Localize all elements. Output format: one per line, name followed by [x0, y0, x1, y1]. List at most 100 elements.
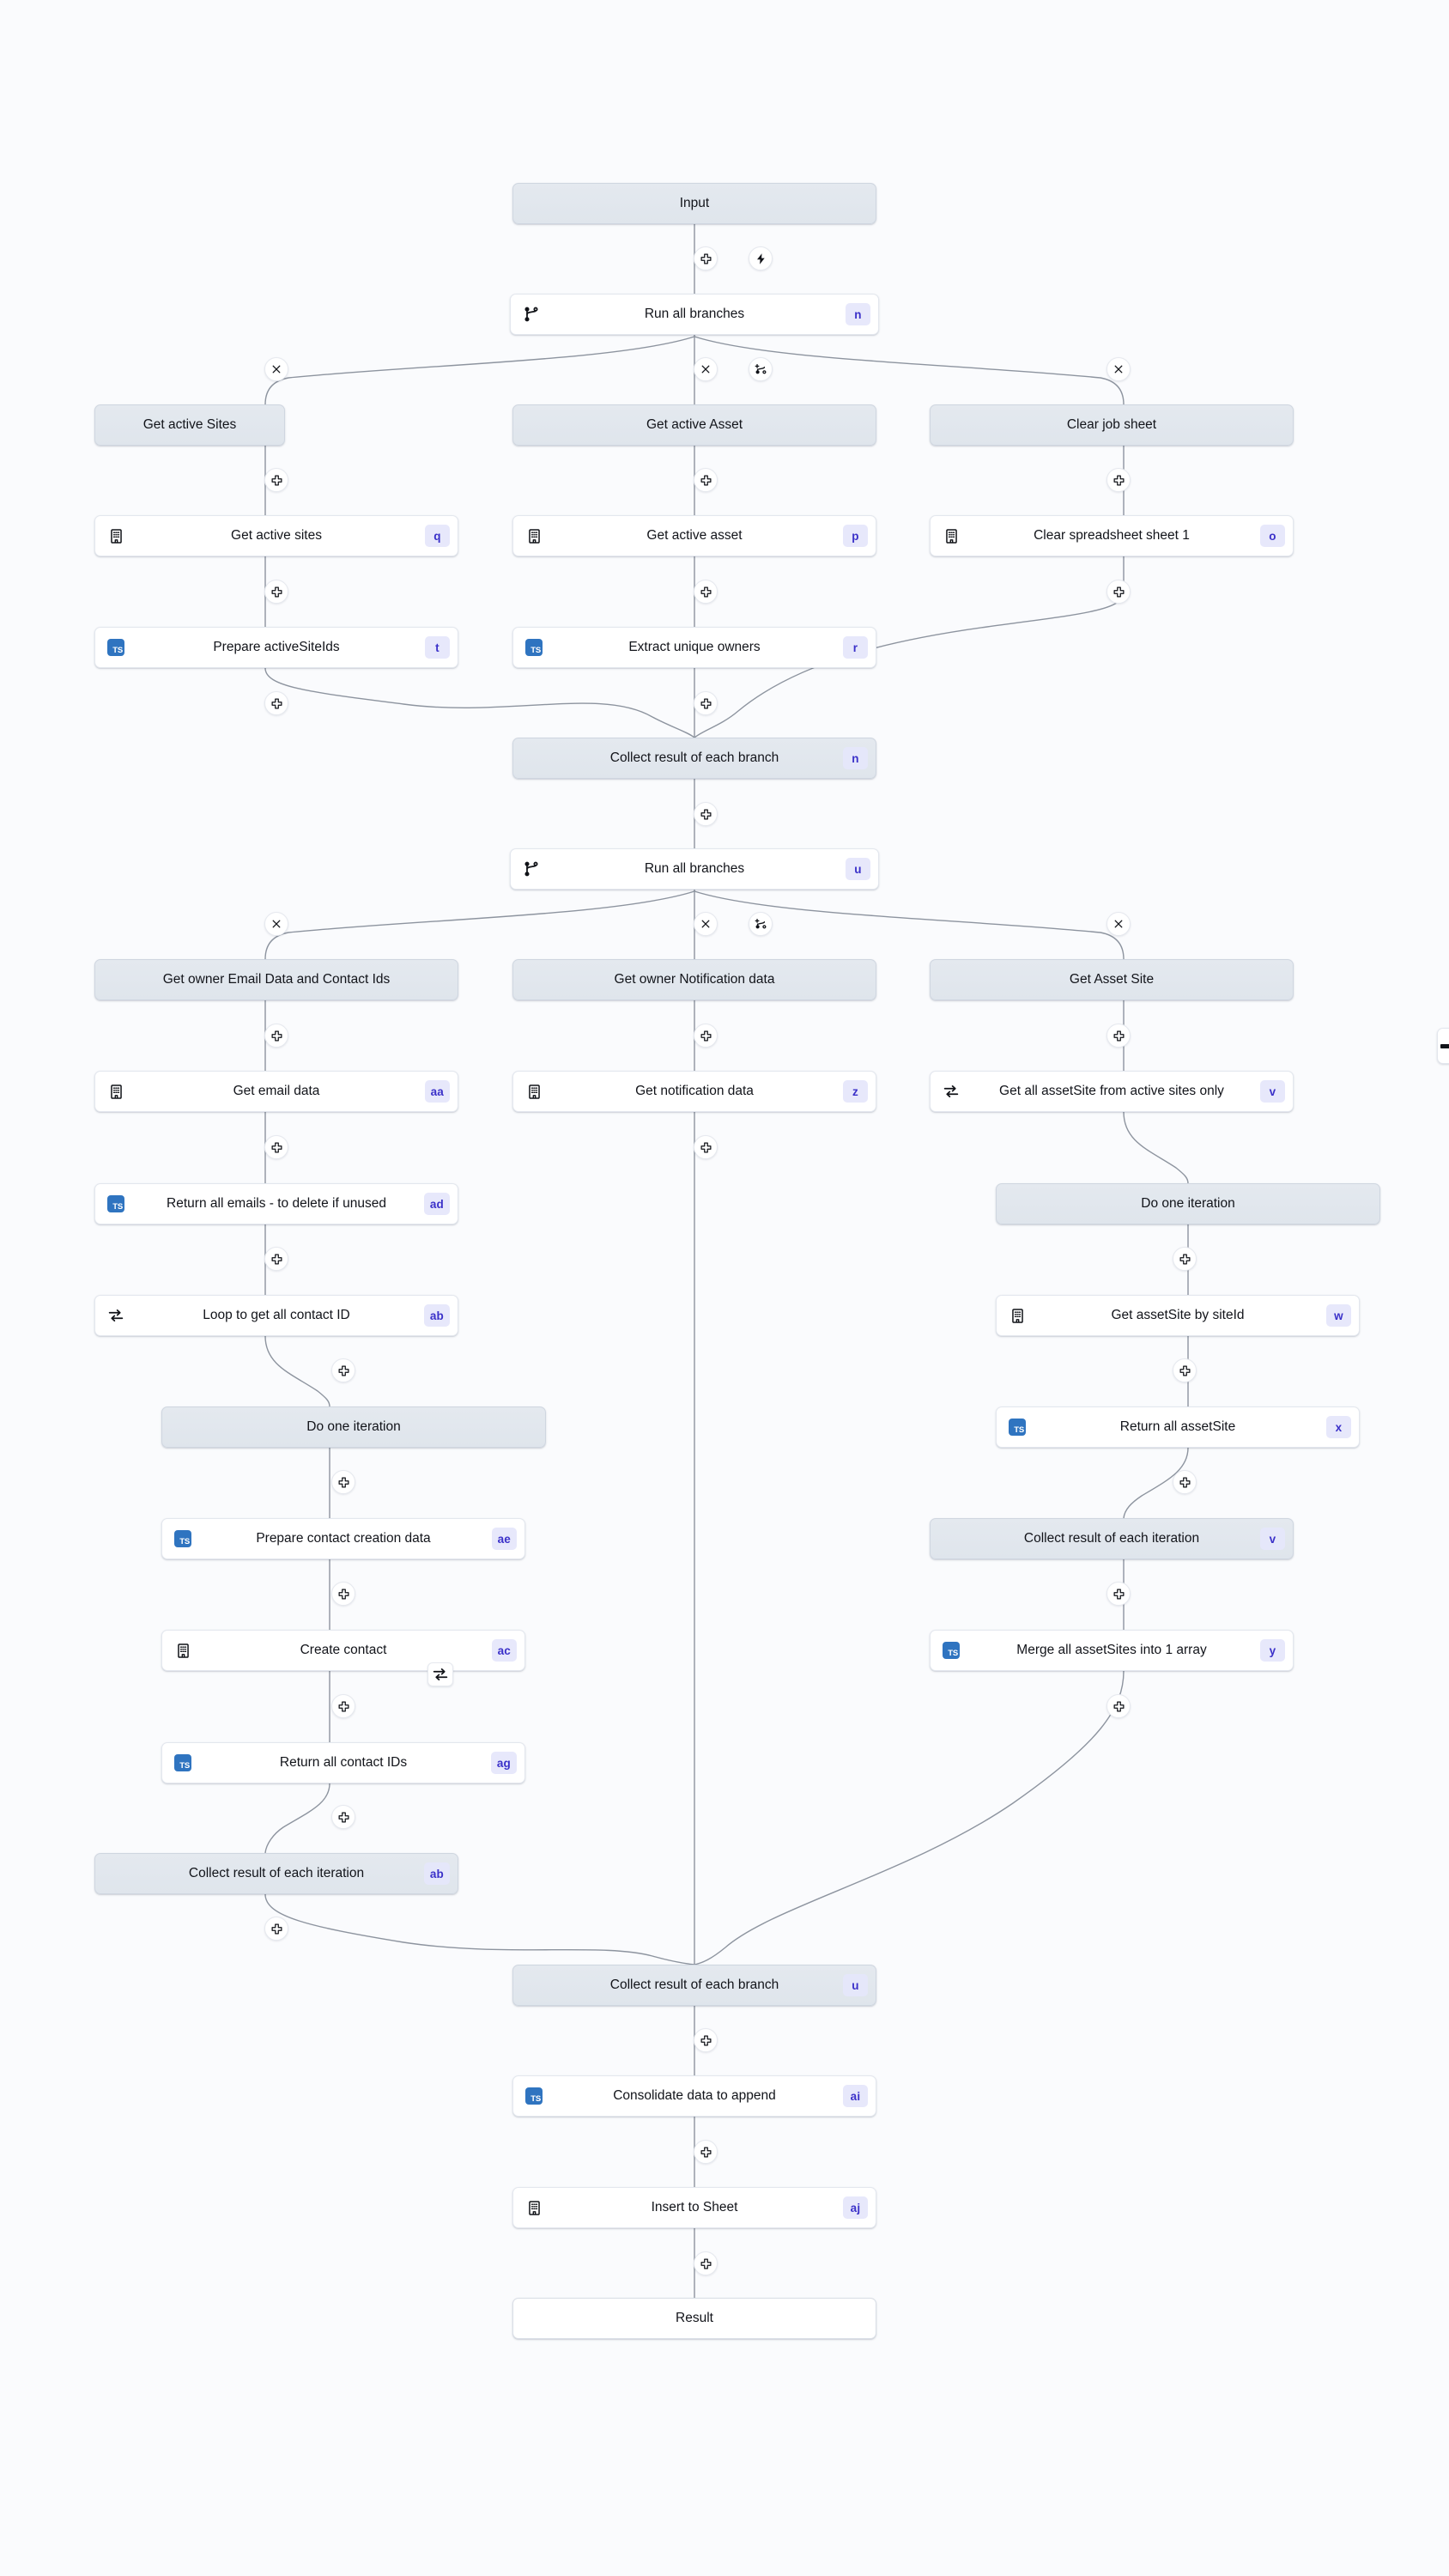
add-node-icon[interactable] — [694, 1135, 718, 1159]
node-input[interactable]: Input — [512, 183, 876, 224]
node-badge[interactable]: ab — [423, 1304, 450, 1327]
add-node-icon[interactable] — [264, 1917, 288, 1941]
trigger-bolt-icon[interactable] — [749, 246, 773, 270]
add-node-icon[interactable] — [694, 691, 718, 715]
loop-icon[interactable] — [427, 1662, 453, 1686]
close-icon[interactable] — [264, 357, 288, 381]
node-badge[interactable]: v — [1260, 1528, 1285, 1550]
add-branch-icon[interactable] — [749, 912, 773, 936]
add-node-icon[interactable] — [264, 1135, 288, 1159]
close-icon[interactable] — [1106, 912, 1131, 936]
node-do-one-iter-left[interactable]: Do one iteration — [161, 1406, 546, 1448]
add-node-icon[interactable] — [1106, 580, 1131, 604]
add-node-icon[interactable] — [694, 2251, 718, 2275]
add-node-icon[interactable] — [1173, 1470, 1197, 1494]
add-node-icon[interactable] — [694, 246, 718, 270]
add-node-icon[interactable] — [331, 1805, 355, 1829]
node-badge[interactable]: u — [843, 1974, 868, 1996]
add-node-icon[interactable] — [1173, 1247, 1197, 1271]
add-node-icon[interactable] — [694, 468, 718, 492]
offscreen-node-fragment[interactable] — [1437, 1028, 1449, 1064]
add-node-icon[interactable] — [1106, 1694, 1131, 1718]
node-clear-job-sheet-g[interactable]: Clear job sheet — [930, 404, 1294, 446]
node-get-active-sites-g[interactable]: Get active Sites — [94, 404, 285, 446]
close-icon[interactable] — [264, 912, 288, 936]
node-do-one-iter-right[interactable]: Do one iteration — [996, 1183, 1380, 1224]
add-node-icon[interactable] — [1173, 1358, 1197, 1382]
node-badge[interactable]: o — [1260, 525, 1285, 547]
add-node-icon[interactable] — [264, 580, 288, 604]
node-get-all-assetsite[interactable]: Get all assetSite from active sites only… — [930, 1071, 1294, 1112]
add-node-icon[interactable] — [1106, 1024, 1131, 1048]
add-node-icon[interactable] — [694, 802, 718, 826]
close-icon[interactable] — [1106, 357, 1131, 381]
node-badge[interactable]: ac — [491, 1639, 517, 1662]
node-badge[interactable]: r — [843, 636, 868, 659]
node-badge[interactable]: ad — [423, 1193, 450, 1215]
add-node-icon[interactable] — [331, 1470, 355, 1494]
add-node-icon[interactable] — [264, 468, 288, 492]
node-badge[interactable]: p — [843, 525, 868, 547]
add-node-icon[interactable] — [264, 1024, 288, 1048]
close-icon[interactable] — [694, 357, 718, 381]
add-node-icon[interactable] — [1106, 1582, 1131, 1606]
node-get-active-asset-g[interactable]: Get active Asset — [512, 404, 876, 446]
add-node-icon[interactable] — [694, 2140, 718, 2164]
node-badge[interactable]: u — [846, 858, 870, 880]
node-result[interactable]: Result — [512, 2298, 876, 2339]
node-badge[interactable]: z — [843, 1080, 868, 1103]
add-node-icon[interactable] — [694, 580, 718, 604]
node-badge[interactable]: ab — [423, 1862, 450, 1885]
node-badge[interactable]: w — [1326, 1304, 1351, 1327]
add-node-icon[interactable] — [264, 691, 288, 715]
node-badge[interactable]: ae — [491, 1528, 517, 1550]
add-node-icon[interactable] — [694, 2028, 718, 2052]
node-badge[interactable]: ag — [490, 1752, 517, 1774]
node-asset-site-g[interactable]: Get Asset Site — [930, 959, 1294, 1000]
node-badge[interactable]: n — [843, 747, 868, 769]
node-badge[interactable]: v — [1260, 1080, 1285, 1103]
node-badge[interactable]: q — [425, 525, 450, 547]
node-badge[interactable]: x — [1326, 1416, 1351, 1438]
add-node-icon[interactable] — [331, 1694, 355, 1718]
node-owner-notif-g[interactable]: Get owner Notification data — [512, 959, 876, 1000]
node-badge[interactable]: t — [425, 636, 450, 659]
node-badge[interactable]: ai — [843, 2085, 868, 2107]
add-node-icon[interactable] — [331, 1582, 355, 1606]
add-node-icon[interactable] — [1106, 468, 1131, 492]
add-node-icon[interactable] — [694, 1024, 718, 1048]
add-node-icon[interactable] — [264, 1247, 288, 1271]
node-badge[interactable]: aa — [424, 1080, 450, 1103]
close-icon[interactable] — [694, 912, 718, 936]
node-badge[interactable]: aj — [843, 2196, 868, 2219]
node-owner-email-g[interactable]: Get owner Email Data and Contact Ids — [94, 959, 458, 1000]
node-badge[interactable]: n — [846, 303, 870, 325]
node-badge[interactable]: y — [1260, 1639, 1285, 1662]
add-branch-icon[interactable] — [749, 357, 773, 381]
add-node-icon[interactable] — [331, 1358, 355, 1382]
